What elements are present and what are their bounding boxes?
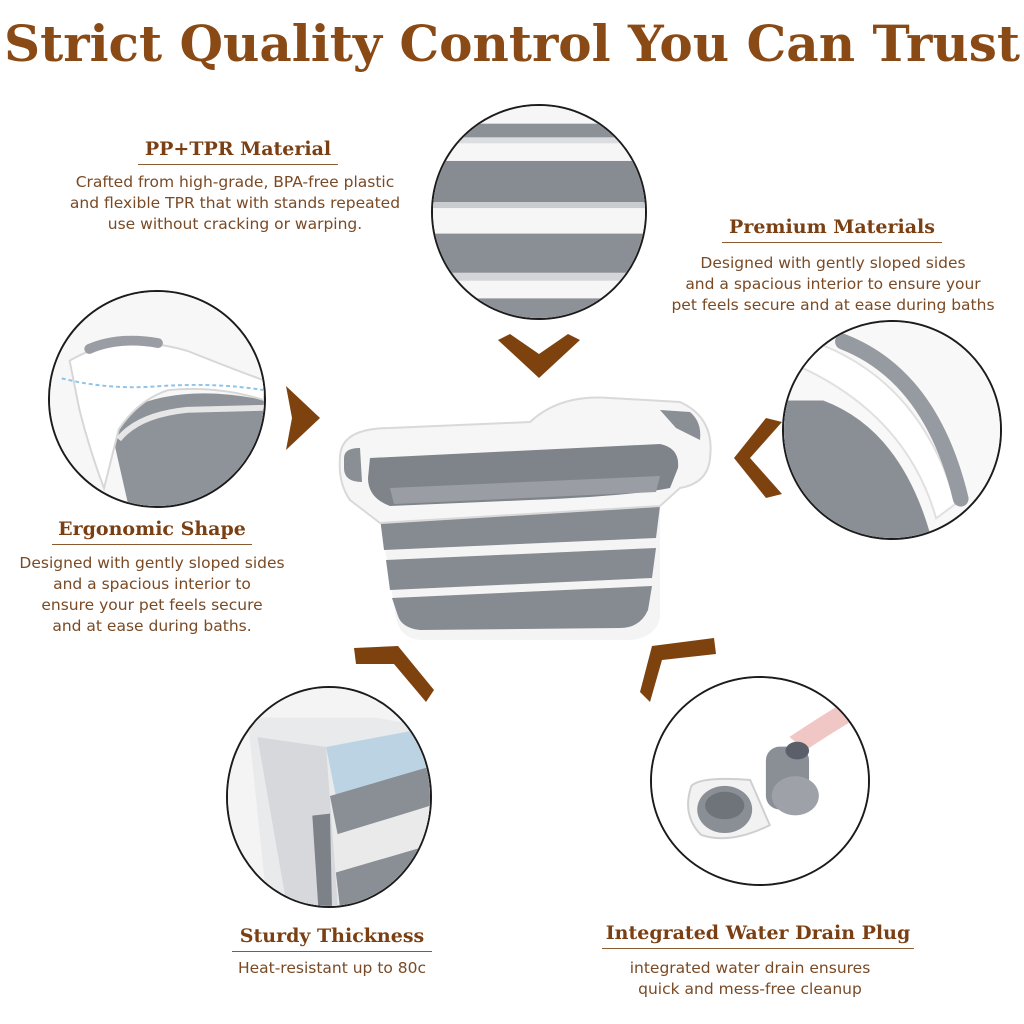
ergonomic-description: Designed with gently sloped sides and a … — [19, 554, 285, 635]
premium-edge-image — [782, 320, 1002, 540]
thickness-closeup-image — [226, 686, 432, 908]
drain-plug-graphic — [652, 678, 868, 884]
premium-edge-graphic — [784, 322, 1000, 538]
collapsible-tub-image — [338, 396, 712, 640]
chevron-down-icon — [498, 334, 580, 378]
chevron-up-left-icon — [354, 646, 434, 702]
thickness-description: Heat-resistant up to 80c — [237, 959, 427, 977]
drain-plug-image — [650, 676, 870, 886]
thickness-title: Sturdy Thickness — [232, 925, 432, 952]
ergonomic-rim-graphic — [50, 292, 264, 506]
ergonomic-title: Ergonomic Shape — [52, 518, 252, 545]
ergonomic-rim-image — [48, 290, 266, 508]
page-title: Strict Quality Control You Can Trust — [4, 14, 1020, 73]
stripes-closeup-image — [431, 104, 647, 320]
premium-description: Designed with gently sloped sides and a … — [671, 254, 995, 314]
chevron-left-icon — [734, 418, 782, 498]
material-title: PP+TPR Material — [138, 138, 338, 165]
material-description: Crafted from high-grade, BPA-free plasti… — [69, 173, 401, 233]
drain-title: Integrated Water Drain Plug — [602, 922, 914, 949]
premium-title: Premium Materials — [722, 216, 942, 243]
chevron-up-right-icon — [640, 638, 716, 702]
stripes-closeup-graphic — [433, 106, 645, 318]
chevron-right-icon — [286, 386, 320, 450]
drain-description: integrated water drain ensures quick and… — [629, 959, 871, 998]
thickness-closeup-graphic — [228, 688, 430, 906]
